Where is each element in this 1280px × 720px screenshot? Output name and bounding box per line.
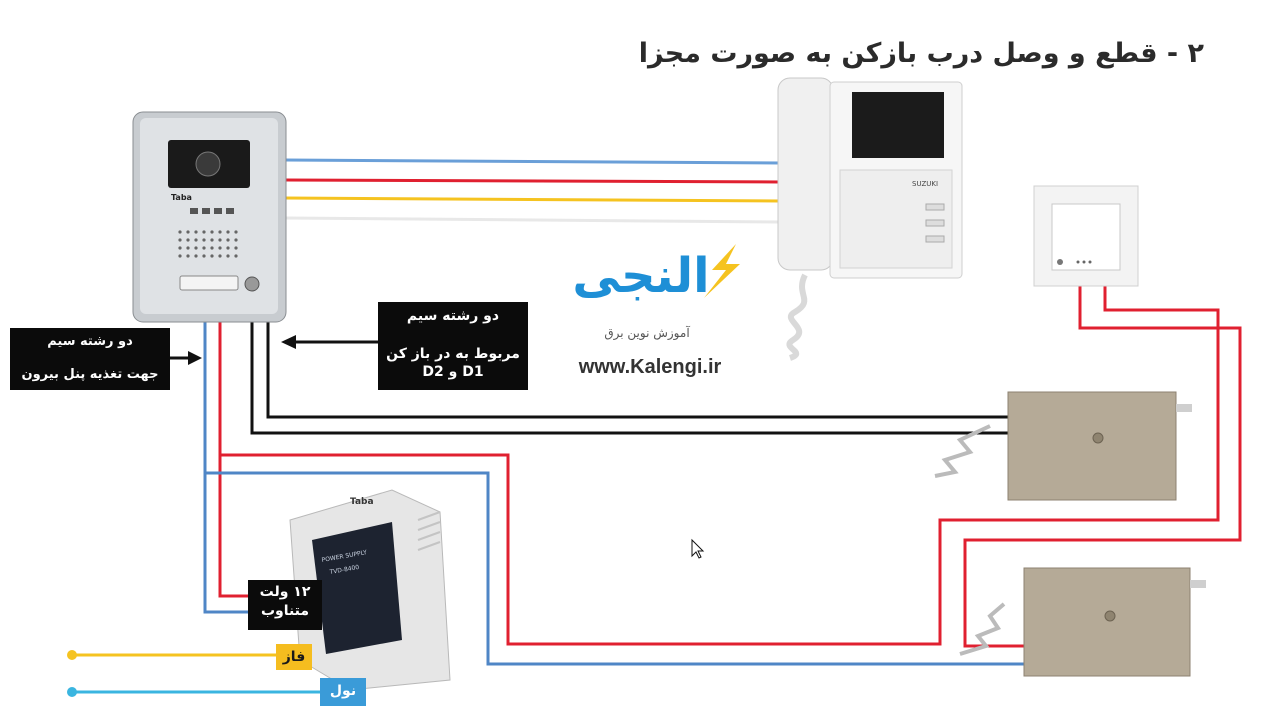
monitor-brand: SUZUKI: [912, 180, 938, 188]
ac-voltage-label: ۱۲ ولت متناوب: [248, 580, 322, 630]
wall-switch: [1033, 185, 1139, 287]
ac-voltage-label-line2: متناوب: [260, 603, 310, 619]
door-release-label-line3: D1 و D2: [422, 364, 484, 380]
door-release-label-line1: دو رشته سیم: [406, 308, 500, 324]
arrow-left-icon: [170, 351, 202, 365]
power-supply: Taba POWER SUPPLY TVD-8400: [289, 489, 451, 691]
brand-subtitle: آموزش نوین برق: [604, 326, 690, 340]
cursor-icon: [691, 538, 705, 559]
panel-power-wires: [203, 318, 250, 614]
door-release-label: دو رشته سیم مربوط به در باز کن D1 و D2: [378, 302, 528, 390]
door-release-label-line2: مربوط به در باز کن: [386, 346, 520, 362]
arrow-right-icon: [281, 335, 378, 349]
door-lock-1: [934, 391, 1192, 501]
panel-power-label: دو رشته سیم جهت تغذیه پنل بیرون: [10, 328, 170, 390]
video-monitor: SUZUKI: [777, 77, 963, 361]
neutral-tag: نول: [320, 678, 366, 706]
ac-voltage-label-line1: ۱۲ ولت: [259, 584, 311, 600]
panel-monitor-wires: [284, 158, 781, 224]
door-lock-2: [959, 567, 1206, 677]
brand-url: www.Kalengi.ir: [578, 356, 722, 378]
panel-brand: Taba: [171, 193, 192, 202]
psu-brand: Taba: [350, 497, 374, 507]
door-panel: Taba: [132, 111, 287, 323]
page-title: ۲ - قطع و وصل درب بازکن به صورت مجزا: [638, 38, 1204, 69]
brand-logo: النجی: [556, 240, 742, 320]
panel-power-label-line2: جهت تغذیه پنل بیرون: [21, 367, 159, 382]
lock-supply-wires: [205, 286, 1242, 666]
phase-tag: فاز: [276, 644, 312, 670]
brand-name: النجی: [572, 248, 710, 304]
door-release-wires: [250, 318, 1010, 435]
panel-power-label-line1: دو رشته سیم: [47, 334, 133, 349]
mains-wires: [67, 650, 330, 697]
